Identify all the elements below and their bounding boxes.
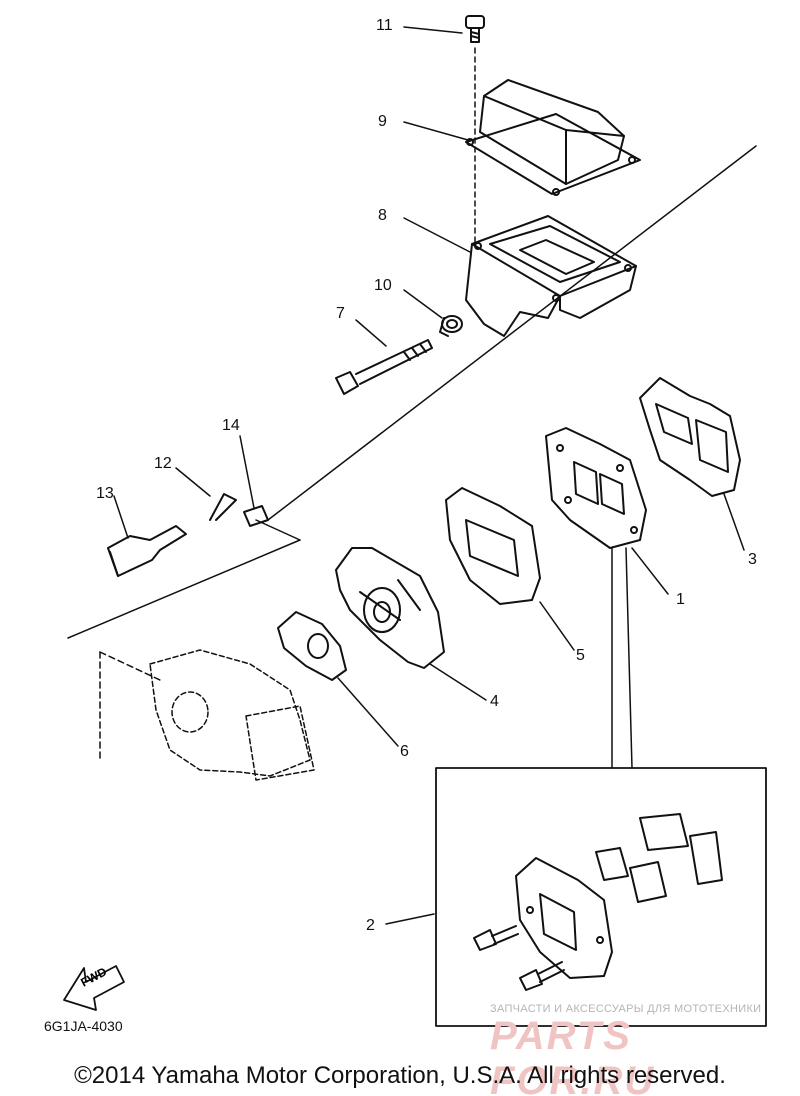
callout-11: 11 xyxy=(376,17,393,34)
callout-2: 2 xyxy=(366,917,375,934)
callout-12: 12 xyxy=(154,455,172,472)
watermark-brand: PARTS FOR.RU xyxy=(490,1014,656,1096)
part-5-gasket xyxy=(445,487,541,605)
part-9-cover xyxy=(465,79,641,196)
watermark-tagline: ЗАПЧАСТИ И АКСЕССУАРЫ ДЛЯ МОТОТЕХНИКИ xyxy=(490,1003,762,1015)
callout-7: 7 xyxy=(336,305,345,322)
detail-leader-lines xyxy=(611,547,633,769)
part-12-spring xyxy=(209,493,237,521)
diagram-code: 6G1JA-4030 xyxy=(44,1018,123,1034)
callout-6: 6 xyxy=(400,743,409,760)
callout-8: 8 xyxy=(378,207,387,224)
callout-1: 1 xyxy=(676,591,685,608)
callout-4: 4 xyxy=(490,693,499,710)
callout-5: 5 xyxy=(576,647,585,664)
part-13-lever xyxy=(107,525,187,577)
carburetor-ghost xyxy=(149,649,315,781)
copyright-footer: ©2014 Yamaha Motor Corporation, U.S.A. A… xyxy=(74,1062,726,1089)
detail-box xyxy=(435,767,767,1027)
part-3-gasket xyxy=(639,377,741,497)
callout-10: 10 xyxy=(374,277,392,294)
part-14-clip xyxy=(243,505,269,527)
part-7-bolt xyxy=(335,339,433,395)
part-11-screw xyxy=(465,15,485,43)
fwd-arrow-icon xyxy=(63,965,125,1011)
part-6-gasket xyxy=(277,611,347,681)
callout-3: 3 xyxy=(748,551,757,568)
callout-13: 13 xyxy=(96,485,114,502)
part-10-grommet xyxy=(439,315,463,337)
callout-14: 14 xyxy=(222,417,240,434)
part-1-reed-valve xyxy=(545,427,647,549)
part-4-manifold xyxy=(335,547,445,669)
reference-lines xyxy=(67,145,757,761)
part-8-housing xyxy=(465,215,637,337)
label-leaders xyxy=(113,26,745,925)
callout-9: 9 xyxy=(378,113,387,130)
